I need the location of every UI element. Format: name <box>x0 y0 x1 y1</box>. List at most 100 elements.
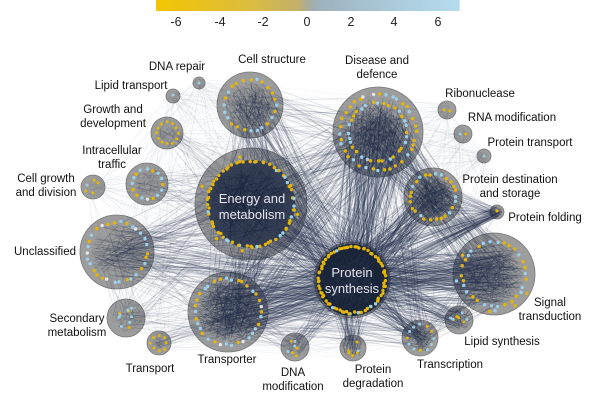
colorbar-gradient <box>380 0 384 11</box>
colorbar-gradient <box>214 0 218 11</box>
colorbar-gradient <box>431 0 435 11</box>
cluster-cell-structure <box>216 71 284 139</box>
colorbar-gradient <box>294 0 298 11</box>
colorbar-tick-label: 2 <box>348 15 355 29</box>
label-rna-modification: RNA modification <box>468 112 556 124</box>
colorbar-gradient <box>441 0 445 11</box>
colorbar-gradient <box>345 0 349 11</box>
colorbar-gradient <box>421 0 425 11</box>
colorbar-gradient <box>181 0 185 11</box>
colorbar-gradient <box>408 0 412 11</box>
colorbar-gradient <box>373 0 377 11</box>
colorbar-gradient <box>188 0 192 11</box>
colorbar-gradient <box>304 0 309 11</box>
label-growth-development: Growth and <box>83 104 142 116</box>
colorbar-gradient <box>330 0 334 11</box>
colorbar-gradient <box>259 0 263 11</box>
colorbar-gradient <box>224 0 228 11</box>
cluster-disease-defence <box>332 86 424 178</box>
cluster-protein-degradation <box>339 334 367 362</box>
colorbar-gradient <box>244 0 248 11</box>
colorbar-gradient <box>403 0 407 11</box>
colorbar-tick-label: 6 <box>435 15 442 29</box>
label-protein-degradation: degradation <box>343 378 404 390</box>
colorbar-gradient <box>158 0 162 11</box>
label-cell-structure: Cell structure <box>238 54 306 66</box>
colorbar-gradient <box>173 0 177 11</box>
colorbar-gradient <box>418 0 422 11</box>
colorbar-gradient <box>327 0 331 11</box>
label-secondary-metabolism: Secondary <box>50 313 105 325</box>
colorbar-gradient <box>196 0 200 11</box>
cluster-secondary-metabolism <box>106 298 146 338</box>
colorbar-gradient <box>322 0 326 11</box>
colorbar-gradient <box>370 0 374 11</box>
colorbar-gradient <box>161 0 165 11</box>
colorbar-gradient <box>231 0 235 11</box>
colorbar-gradient <box>347 0 352 11</box>
colorbar-gradient <box>203 0 208 11</box>
colorbar-gradient <box>363 0 367 11</box>
cluster-inner-disk <box>207 160 295 248</box>
cluster-interiors <box>92 82 524 356</box>
colorbar-gradient <box>325 0 329 11</box>
label-intracellular-traffic: Intracellular <box>82 145 142 157</box>
colorbar-gradient <box>191 0 195 11</box>
colorbar-gradient <box>416 0 420 11</box>
colorbar-gradient <box>186 0 190 11</box>
colorbar-tick-label: -4 <box>214 15 225 29</box>
colorbar-gradient <box>310 0 314 11</box>
colorbar-gradient <box>438 0 442 11</box>
colorbar-gradient <box>342 0 346 11</box>
label-signal-transduction: Signal <box>534 297 566 309</box>
colorbar-gradient <box>267 0 271 11</box>
label-transcription: Transcription <box>417 359 483 371</box>
colorbar-gradient <box>282 0 286 11</box>
colorbar-gradient <box>398 0 402 11</box>
colorbar-gradient <box>383 0 387 11</box>
colorbar-tick-label: -6 <box>170 15 181 29</box>
colorbar-gradient <box>249 0 253 11</box>
inner-label-protein-synthesis: synthesis <box>325 281 380 296</box>
colorbar-gradient <box>254 0 258 11</box>
colorbar-gradient <box>221 0 225 11</box>
colorbar-gradient <box>216 0 220 11</box>
label-unclassified: Unclassified <box>14 246 76 258</box>
colorbar-gradient <box>413 0 417 11</box>
label-secondary-metabolism: metabolism <box>48 327 107 339</box>
cluster-transcription <box>401 319 439 357</box>
colorbar-gradient <box>426 0 430 11</box>
colorbar-gradient <box>198 0 203 11</box>
colorbar-gradient <box>405 0 410 11</box>
colorbar-gradient <box>436 0 440 11</box>
cluster-unclassified <box>79 214 155 290</box>
label-cell-growth-division: and division <box>16 187 77 199</box>
colorbar-gradient <box>279 0 283 11</box>
label-intracellular-traffic: traffic <box>98 159 126 171</box>
colorbar-gradient <box>277 0 281 11</box>
colorbar-gradient <box>262 0 266 11</box>
colorbar-gradient <box>317 0 321 11</box>
label-protein-destination: and storage <box>480 188 541 200</box>
cluster-protein-destination <box>403 167 463 227</box>
label-disease-defence: defence <box>357 69 398 81</box>
colorbar-gradient <box>355 0 359 11</box>
inner-label-energy-metabolism: metabolism <box>219 207 285 222</box>
colorbar-gradient <box>257 0 261 11</box>
colorbar-gradient <box>375 0 379 11</box>
colorbar-gradient <box>297 0 301 11</box>
colorbar-gradient <box>209 0 213 11</box>
colorbar-gradient <box>312 0 316 11</box>
label-growth-development: development <box>80 118 147 130</box>
colorbar-gradient <box>411 0 415 11</box>
label-cell-growth-division: Cell growth <box>17 173 75 185</box>
colorbar-gradient <box>246 0 251 11</box>
colorbar-tick-label: -2 <box>257 15 268 29</box>
colorbar-gradient <box>388 0 392 11</box>
colorbar-gradient <box>284 0 288 11</box>
cluster-lipid-synthesis <box>444 305 474 335</box>
colorbar-gradient <box>156 0 160 11</box>
colorbar-tick-label: 0 <box>304 15 311 29</box>
colorbar-gradient <box>340 0 344 11</box>
